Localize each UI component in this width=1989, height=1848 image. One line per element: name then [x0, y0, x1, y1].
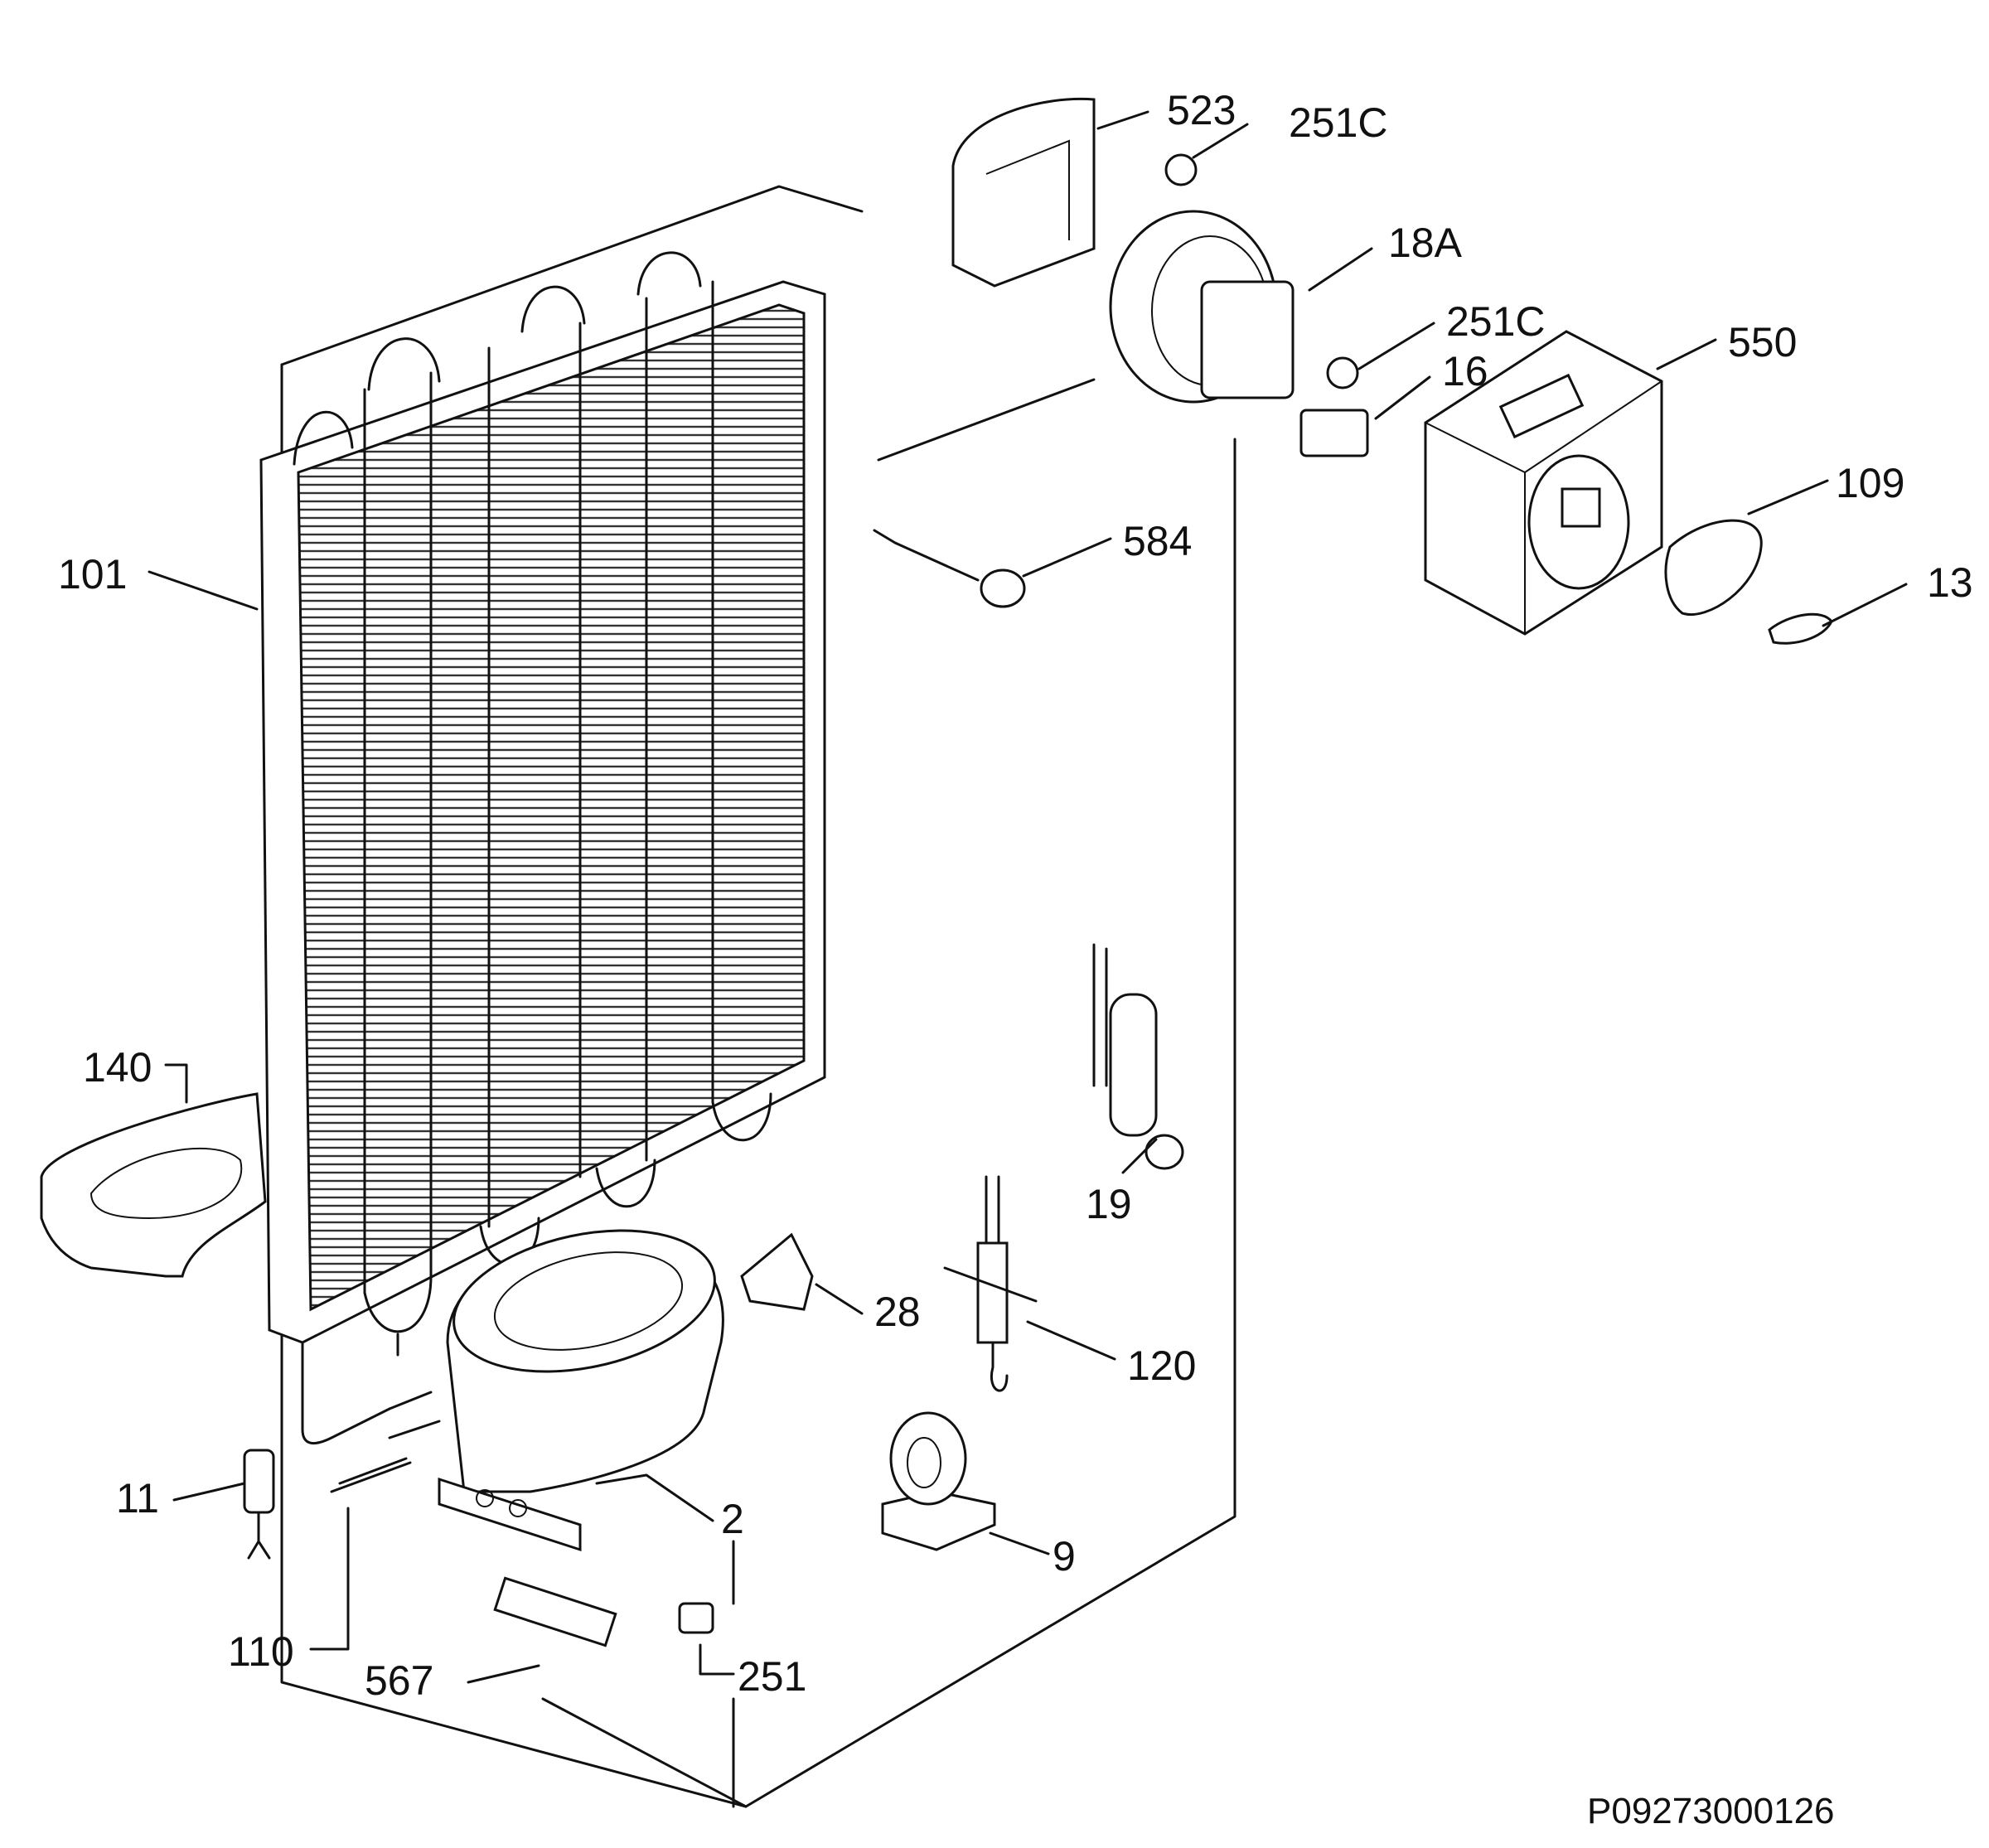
label-523: 523	[1167, 87, 1236, 133]
tube-110	[330, 1461, 412, 1493]
sensor-584	[873, 529, 1026, 608]
label-251c-mid: 251C	[1446, 298, 1546, 345]
label-120: 120	[1127, 1342, 1196, 1389]
lamp-13	[1768, 612, 1833, 645]
label-251c-top: 251C	[1289, 99, 1388, 146]
bracket-28	[740, 1232, 814, 1311]
bushing-251c-mid	[1326, 356, 1359, 389]
diagram-code: P09273000126	[1587, 1791, 1835, 1831]
label-251: 251	[738, 1653, 806, 1700]
fan-cover-523	[951, 97, 1096, 288]
drip-tray-140	[40, 1092, 267, 1278]
switch-16	[1299, 409, 1369, 457]
bushing-251c-top	[1164, 153, 1198, 186]
leader-lines	[148, 110, 1908, 1684]
label-550: 550	[1728, 319, 1797, 365]
label-110: 110	[228, 1628, 294, 1675]
label-140: 140	[83, 1044, 152, 1091]
label-109: 109	[1836, 460, 1904, 506]
filter-drier-11	[243, 1449, 275, 1560]
thermostat-120	[943, 1175, 1038, 1392]
label-9: 9	[1053, 1533, 1076, 1580]
label-18a: 18A	[1388, 220, 1463, 266]
relay-9	[881, 1411, 996, 1551]
part-labels: 523 251C 18A 251C 16 550 109 13 584 101 …	[58, 87, 1973, 1704]
plate-567	[493, 1576, 617, 1647]
label-584: 584	[1123, 518, 1192, 564]
condenser-101	[259, 251, 826, 1445]
label-16: 16	[1442, 348, 1488, 394]
compressor-2	[338, 1229, 724, 1552]
label-13: 13	[1927, 559, 1973, 606]
label-11: 11	[116, 1475, 159, 1521]
label-101: 101	[58, 551, 127, 597]
fan-motor-18a	[1109, 210, 1295, 404]
label-2: 2	[721, 1496, 744, 1542]
label-19: 19	[1086, 1181, 1132, 1227]
lamp-cover-109	[1664, 519, 1763, 616]
heater-19	[1092, 943, 1184, 1170]
label-567: 567	[365, 1657, 433, 1704]
lamp-housing-550	[1424, 330, 1663, 636]
label-28: 28	[874, 1289, 921, 1335]
grommet-251	[678, 1602, 714, 1634]
